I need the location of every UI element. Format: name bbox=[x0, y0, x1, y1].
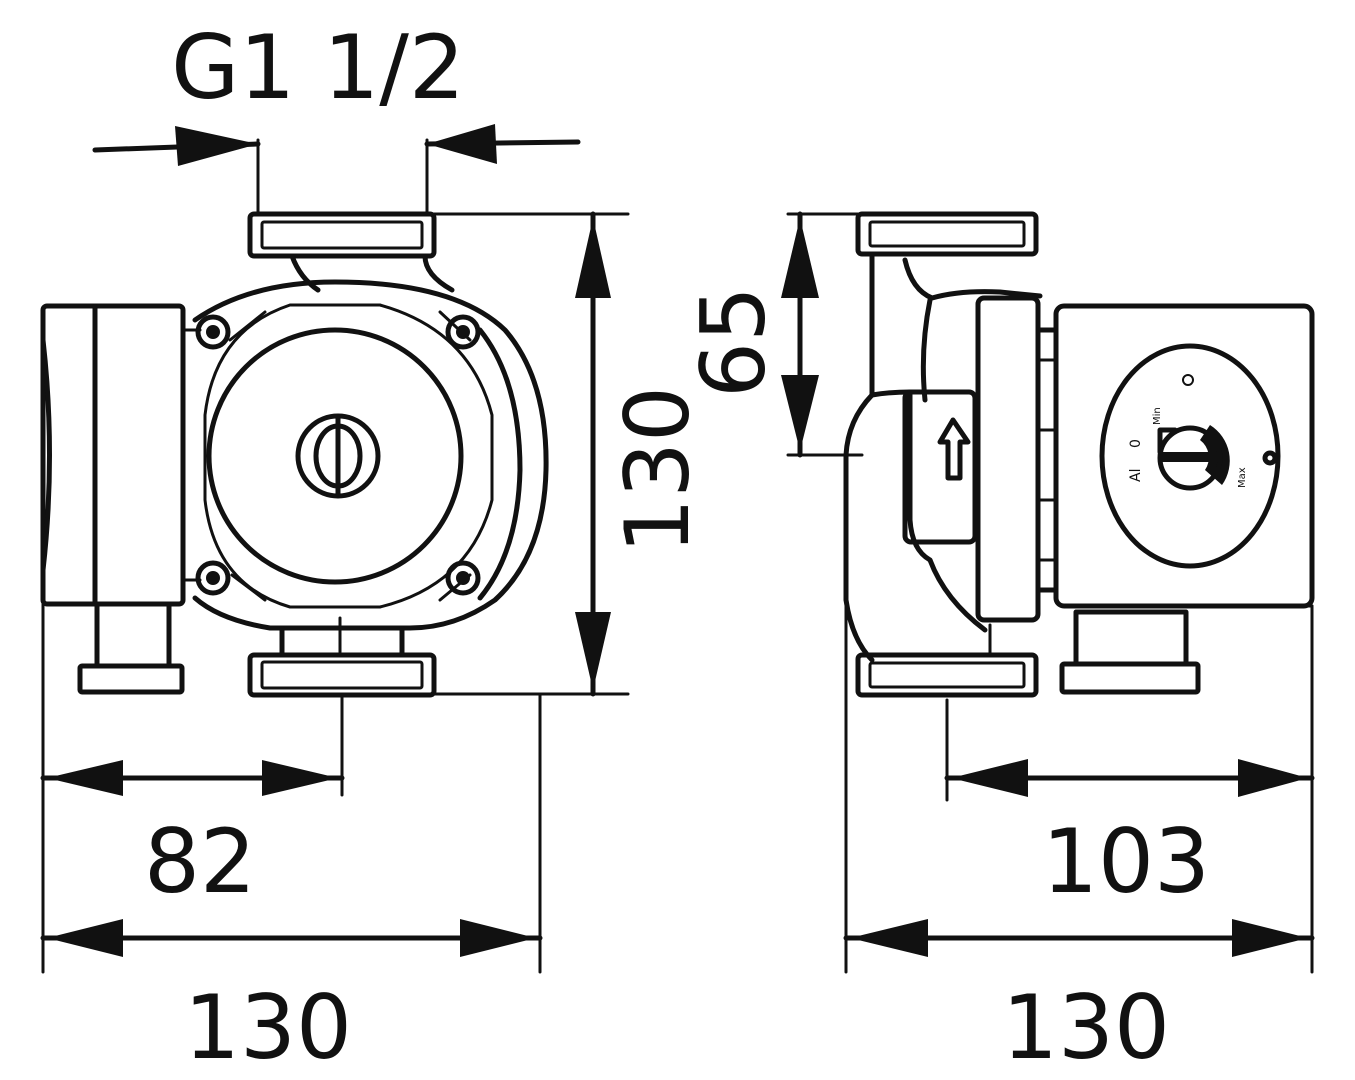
pump-front-view bbox=[40, 211, 549, 698]
dim-front-height-lines bbox=[432, 211, 630, 697]
side-top-flange bbox=[855, 211, 1039, 257]
dial-label-min: Min bbox=[1152, 407, 1163, 425]
side-bottom-flange bbox=[855, 623, 1039, 698]
dim-label-side-width: 130 bbox=[1002, 976, 1170, 1079]
dim-label-side-offset: 103 bbox=[1042, 810, 1210, 913]
dim-label-front-height: 130 bbox=[606, 386, 709, 554]
front-lower-left-fitting bbox=[77, 601, 185, 695]
flow-direction-arrow-icon bbox=[937, 417, 971, 481]
side-coupling bbox=[975, 295, 1059, 623]
dim-label-front-width: 130 bbox=[184, 976, 352, 1079]
dimension-lines bbox=[40, 124, 1315, 974]
side-pipe-body bbox=[843, 251, 1043, 663]
dim-label-thread: G1 1/2 bbox=[171, 16, 465, 119]
front-volute-body bbox=[192, 279, 549, 631]
front-motor-housing bbox=[40, 303, 202, 607]
speed-control-dial: Al 0 Min Max bbox=[1128, 374, 1278, 491]
dim-side-width-lines bbox=[843, 598, 1315, 974]
dial-label-off: 0 bbox=[1128, 439, 1144, 448]
dim-label-front-offset: 82 bbox=[144, 810, 256, 913]
dim-side-height-lines bbox=[781, 211, 864, 458]
side-lower-right-fitting bbox=[1059, 609, 1201, 695]
dim-front-width-lines bbox=[40, 692, 543, 974]
front-vent-screw bbox=[295, 413, 381, 499]
dim-front-offset-lines bbox=[40, 602, 345, 974]
side-control-box bbox=[1053, 303, 1315, 609]
dial-label-max: Max bbox=[1237, 467, 1248, 488]
dim-label-side-height: 65 bbox=[682, 286, 785, 398]
dim-thread-lines bbox=[92, 124, 581, 216]
pump-side-view: Al 0 Min Max bbox=[843, 211, 1315, 698]
front-screws bbox=[195, 314, 481, 596]
dim-side-offset-lines bbox=[944, 604, 1315, 974]
dial-label-auto: Al bbox=[1128, 469, 1144, 482]
front-top-flange bbox=[247, 211, 455, 293]
